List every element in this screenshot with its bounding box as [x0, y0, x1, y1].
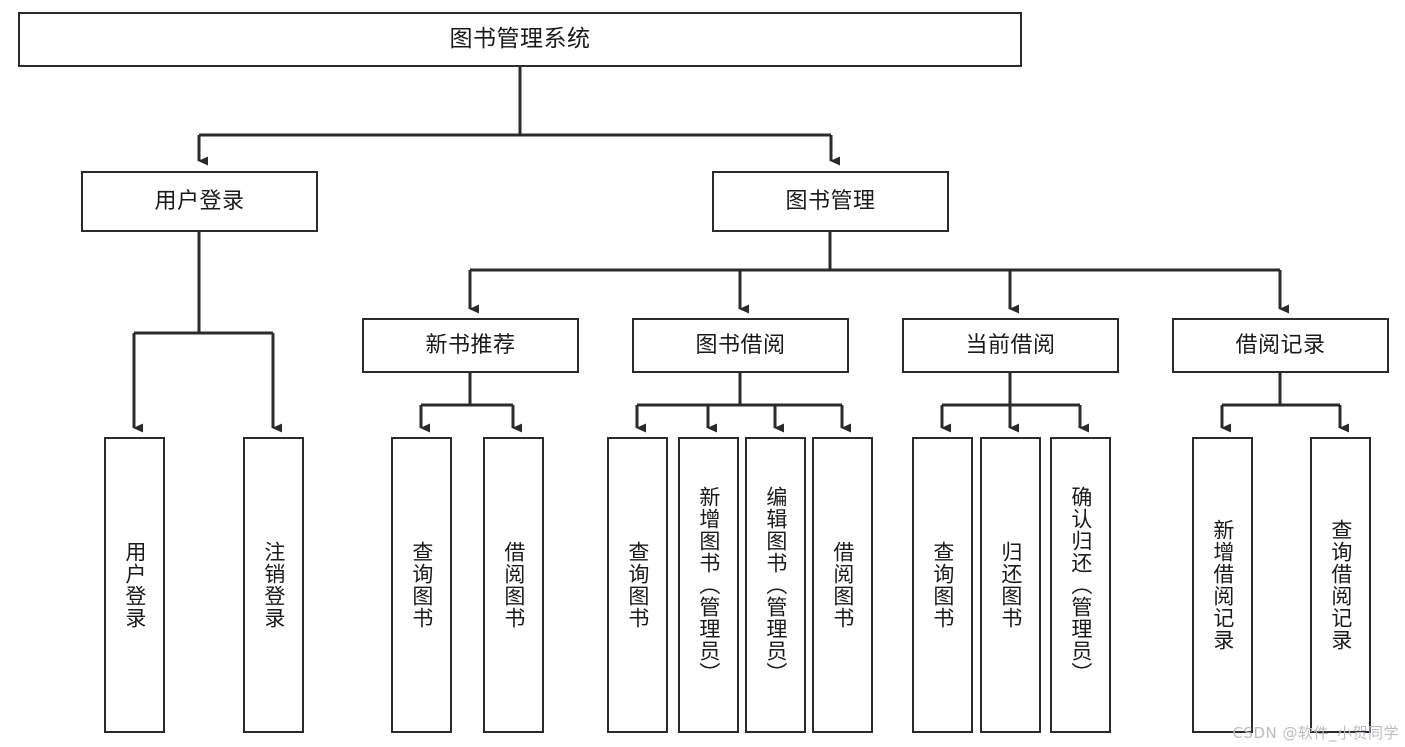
leaf-inner: 新增借阅记录 — [1194, 439, 1251, 731]
leaf-inner: 编辑图书（管理员） — [747, 439, 804, 731]
leaf-label: 编辑图书（管理员） — [763, 486, 788, 684]
leaf-logout-login[interactable]: 注销登录 — [243, 437, 304, 733]
leaf-label: 查询借阅记录 — [1328, 519, 1353, 651]
leaf-current-return-book[interactable]: 归还图书 — [980, 437, 1041, 733]
node-new-book-recommend[interactable]: 新书推荐 — [362, 318, 579, 373]
leaf-inner: 借阅图书 — [814, 439, 871, 731]
leaf-record-add-borrow-record[interactable]: 新增借阅记录 — [1192, 437, 1253, 733]
leaf-recommend-query-book[interactable]: 查询图书 — [391, 437, 452, 733]
watermark-text: CSDN @软件_小贺同学 — [1232, 724, 1399, 742]
node-label: 图书借阅 — [695, 332, 786, 358]
node-root-system[interactable]: 图书管理系统 — [18, 12, 1022, 67]
leaf-label: 注销登录 — [261, 541, 286, 629]
node-borrow-record[interactable]: 借阅记录 — [1172, 318, 1389, 373]
leaf-label: 查询图书 — [409, 541, 434, 629]
leaf-inner: 查询图书 — [393, 439, 450, 731]
leaf-inner: 查询图书 — [609, 439, 666, 731]
leaf-inner: 新增图书（管理员） — [680, 439, 737, 731]
node-user-login[interactable]: 用户登录 — [81, 171, 318, 232]
leaf-label: 查询图书 — [930, 541, 955, 629]
leaf-inner: 用户登录 — [106, 439, 163, 731]
leaf-borrow-borrow-book[interactable]: 借阅图书 — [812, 437, 873, 733]
leaf-label: 查询图书 — [625, 541, 650, 629]
node-label: 借阅记录 — [1235, 332, 1326, 358]
node-book-management[interactable]: 图书管理 — [712, 171, 949, 232]
leaf-label: 借阅图书 — [830, 541, 855, 629]
leaf-borrow-add-book-admin[interactable]: 新增图书（管理员） — [678, 437, 739, 733]
leaf-label: 新增图书（管理员） — [696, 486, 721, 684]
leaf-record-query-borrow-record[interactable]: 查询借阅记录 — [1310, 437, 1371, 733]
node-current-borrow[interactable]: 当前借阅 — [902, 318, 1119, 373]
leaf-current-confirm-return-admin[interactable]: 确认归还（管理员） — [1050, 437, 1111, 733]
leaf-label: 新增借阅记录 — [1210, 519, 1235, 651]
leaf-label: 归还图书 — [998, 541, 1023, 629]
leaf-label: 借阅图书 — [501, 541, 526, 629]
leaf-label: 确认归还（管理员） — [1068, 486, 1093, 684]
leaf-recommend-borrow-book[interactable]: 借阅图书 — [483, 437, 544, 733]
node-book-borrow[interactable]: 图书借阅 — [632, 318, 849, 373]
node-label: 用户登录 — [154, 188, 245, 214]
node-label: 当前借阅 — [965, 332, 1056, 358]
leaf-label: 用户登录 — [122, 541, 147, 629]
leaf-current-query-book[interactable]: 查询图书 — [912, 437, 973, 733]
node-label: 图书管理系统 — [449, 26, 591, 52]
leaf-inner: 查询图书 — [914, 439, 971, 731]
leaf-inner: 归还图书 — [982, 439, 1039, 731]
leaf-inner: 查询借阅记录 — [1312, 439, 1369, 731]
leaf-borrow-query-book[interactable]: 查询图书 — [607, 437, 668, 733]
node-label: 新书推荐 — [425, 332, 516, 358]
node-label: 图书管理 — [785, 188, 876, 214]
leaf-borrow-edit-book-admin[interactable]: 编辑图书（管理员） — [745, 437, 806, 733]
leaf-user-login[interactable]: 用户登录 — [104, 437, 165, 733]
leaf-inner: 注销登录 — [245, 439, 302, 731]
leaf-inner: 确认归还（管理员） — [1052, 439, 1109, 731]
leaf-inner: 借阅图书 — [485, 439, 542, 731]
